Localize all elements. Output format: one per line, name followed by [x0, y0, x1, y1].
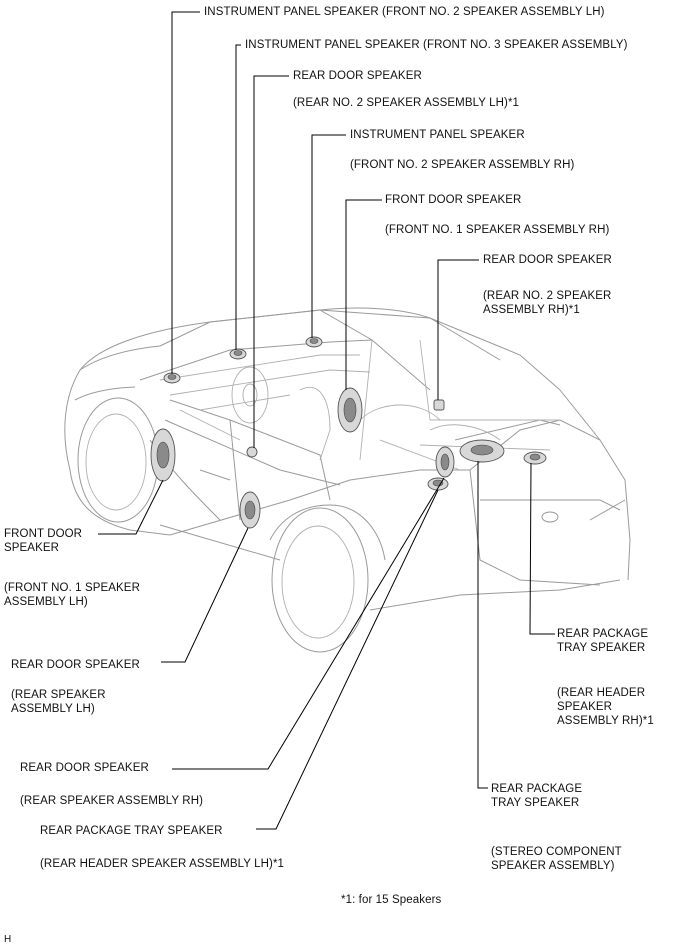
speakers — [150, 336, 547, 529]
speaker-front-door-rh-icon — [337, 387, 363, 433]
label-rear-door-lh-top-name: REAR DOOR SPEAKER — [293, 70, 422, 82]
speaker-rear-door-lh-tweeter-icon — [246, 446, 258, 458]
speaker-rear-tray-center-icon — [459, 439, 505, 463]
label-front-door-lh-name: FRONT DOOR SPEAKER — [4, 528, 83, 554]
label-rear-door-rh-top-name: REAR DOOR SPEAKER — [483, 254, 612, 266]
speaker-rear-door-lh-icon — [239, 491, 261, 529]
label-ip-rh-name: INSTRUMENT PANEL SPEAKER — [350, 129, 525, 141]
label-rear-tray-center-part: (STEREO COMPONENT SPEAKER ASSEMBLY) — [491, 846, 622, 872]
label-rear-tray-rh-part: (REAR HEADER SPEAKER ASSEMBLY RH)*1 — [557, 687, 654, 727]
speaker-rear-tray-rh-icon — [523, 451, 547, 465]
label-ip-rh-part: (FRONT NO. 2 SPEAKER ASSEMBLY RH) — [350, 159, 575, 171]
label-rear-tray-lh-name: REAR PACKAGE TRAY SPEAKER — [40, 825, 223, 837]
label-rear-door-lh-name: REAR DOOR SPEAKER — [11, 659, 140, 671]
speaker-ip-rh-icon — [305, 336, 323, 348]
label-rear-door-rh-name: REAR DOOR SPEAKER — [20, 762, 149, 774]
label-front-door-rh-name: FRONT DOOR SPEAKER — [385, 194, 522, 206]
speaker-rear-door-rh-tweeter-icon — [433, 399, 445, 411]
label-ip-center: INSTRUMENT PANEL SPEAKER (FRONT NO. 3 SP… — [245, 39, 628, 51]
label-rear-door-lh-part: (REAR SPEAKER ASSEMBLY LH) — [11, 689, 106, 715]
label-rear-door-lh-top-part: (REAR NO. 2 SPEAKER ASSEMBLY LH)*1 — [293, 97, 520, 109]
label-rear-tray-lh-part: (REAR HEADER SPEAKER ASSEMBLY LH)*1 — [40, 858, 285, 870]
label-rear-tray-rh-name: REAR PACKAGE TRAY SPEAKER — [557, 628, 649, 654]
speaker-front-door-lh-icon — [150, 428, 176, 482]
label-ip-lh: INSTRUMENT PANEL SPEAKER (FRONT NO. 2 SP… — [204, 6, 605, 18]
corner-mark: H — [4, 934, 12, 945]
label-rear-tray-center-name: REAR PACKAGE TRAY SPEAKER — [491, 783, 583, 809]
speaker-rear-tray-lh-icon — [427, 477, 449, 491]
speaker-rear-door-rh-icon — [435, 446, 455, 478]
label-front-door-rh-part: (FRONT NO. 1 SPEAKER ASSEMBLY RH) — [385, 224, 610, 236]
footnote: *1: for 15 Speakers — [341, 894, 442, 906]
speaker-ip-lh-icon — [163, 372, 181, 384]
label-rear-door-rh-part: (REAR SPEAKER ASSEMBLY RH) — [20, 795, 204, 807]
leader-lines — [98, 11, 555, 830]
label-rear-door-rh-top-part: (REAR NO. 2 SPEAKER ASSEMBLY RH)*1 — [483, 290, 612, 316]
speaker-ip-center-icon — [229, 348, 247, 360]
car-outline — [64, 307, 631, 653]
label-front-door-lh-part: (FRONT NO. 1 SPEAKER ASSEMBLY LH) — [4, 582, 140, 608]
